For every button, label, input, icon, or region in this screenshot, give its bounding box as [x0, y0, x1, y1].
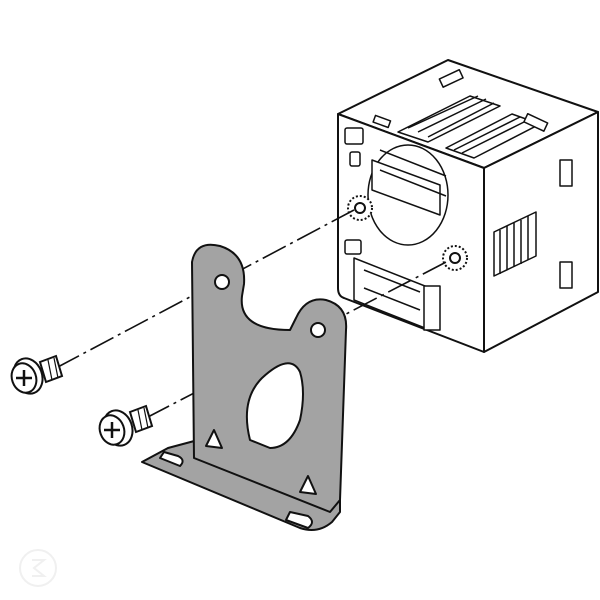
bracket-hole-lower — [310, 322, 326, 338]
top-vents — [372, 68, 549, 159]
screw-upper — [10, 354, 64, 395]
front-details — [344, 127, 449, 331]
side-vents — [493, 159, 573, 289]
bracket-slot-right — [285, 511, 313, 529]
cross-recess-icon — [16, 370, 32, 386]
bracket-cutout — [245, 362, 304, 449]
bracket-rib-right — [299, 475, 317, 495]
watermark-logo — [19, 549, 57, 587]
screw-lower — [98, 404, 154, 447]
cross-recess-icon — [104, 422, 120, 438]
mounting-bracket — [141, 243, 348, 531]
device — [337, 59, 599, 353]
bracket-rib-left — [205, 429, 223, 449]
bracket-hole-upper — [214, 274, 230, 290]
device-hole-upper — [347, 195, 373, 221]
bracket-slot-left — [159, 451, 184, 467]
device-hole-lower — [442, 245, 468, 271]
